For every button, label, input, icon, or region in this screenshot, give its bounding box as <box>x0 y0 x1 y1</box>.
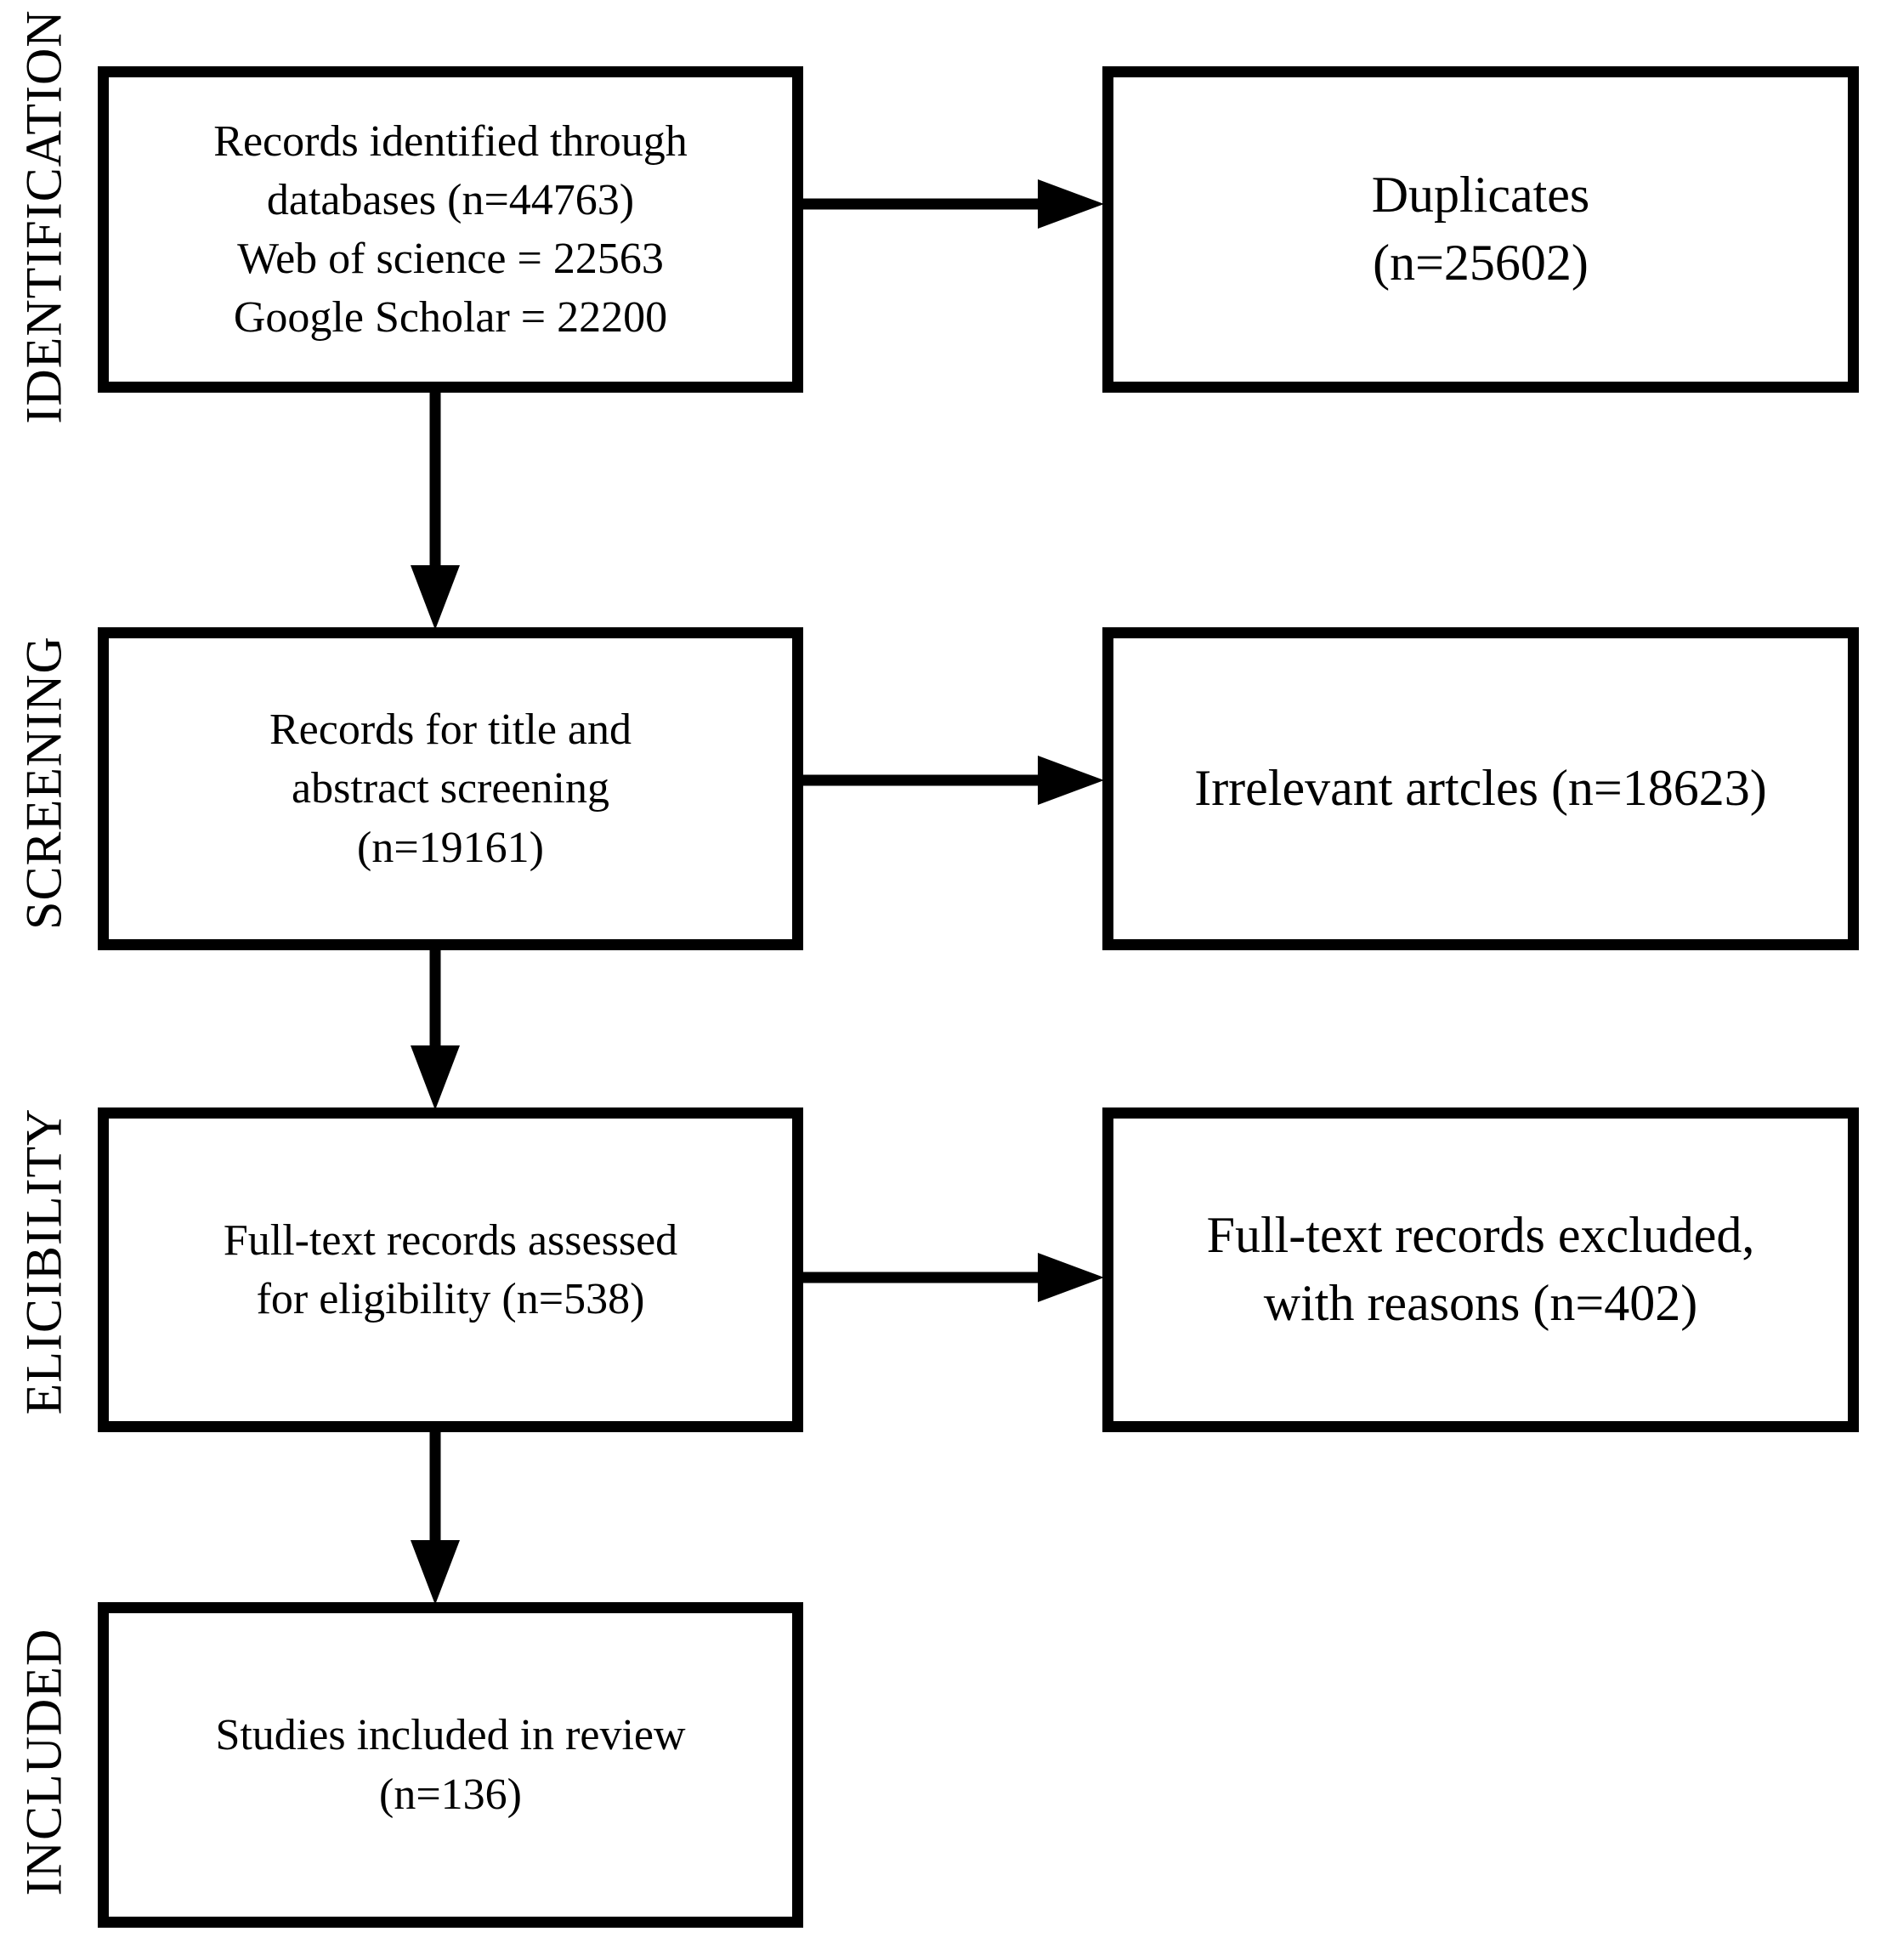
box-fulltext-assessed-text: Full-text records assessed for eligibili… <box>223 1215 678 1323</box>
arrowhead-down-icon <box>411 565 460 630</box>
arrow-identified-to-duplicates <box>803 179 1104 229</box>
stage-label-elicibility: ELICIBILITY <box>15 1107 72 1415</box>
stage-label-included: INCLUDED <box>15 1628 72 1896</box>
arrowhead-down-icon <box>411 1045 460 1110</box>
box-records-identified: Records identified through databases (n=… <box>98 66 803 393</box>
box-title-abstract-screening: Records for title and abstract screening… <box>98 627 803 950</box>
box-studies-included: Studies included in review (n=136) <box>98 1602 803 1928</box>
box-fulltext-excluded: Full-text records excluded, with reasons… <box>1102 1107 1859 1432</box>
arrowhead-right-icon <box>1038 179 1104 229</box>
box-fulltext-excluded-text: Full-text records excluded, with reasons… <box>1206 1207 1755 1331</box>
stage-label-identification: IDENTIFICATION <box>15 9 72 424</box>
arrow-eligibility-to-excluded <box>803 1253 1104 1302</box>
arrow-identified-to-screening <box>411 387 460 630</box>
box-fulltext-assessed: Full-text records assessed for eligibili… <box>98 1107 803 1432</box>
box-irrelevant-articles: Irrelevant artcles (n=18623) <box>1102 627 1859 950</box>
arrowhead-down-icon <box>411 1540 460 1605</box>
arrow-screening-to-eligibility <box>411 945 460 1110</box>
arrowhead-right-icon <box>1038 1253 1104 1302</box>
box-duplicates-text: Duplicates (n=25602) <box>1371 167 1590 291</box>
box-studies-included-text: Studies included in review (n=136) <box>215 1711 686 1819</box>
box-records-identified-text: Records identified through databases (n=… <box>213 116 688 343</box>
box-title-abstract-screening-text: Records for title and abstract screening… <box>269 705 632 872</box>
arrow-screening-to-irrelevant <box>803 756 1104 805</box>
arrowhead-right-icon <box>1038 756 1104 805</box>
stage-label-screening: SCREENING <box>15 636 72 930</box>
box-irrelevant-articles-text: Irrelevant artcles (n=18623) <box>1194 760 1767 817</box>
box-duplicates: Duplicates (n=25602) <box>1102 66 1859 393</box>
arrow-eligibility-to-included <box>411 1427 460 1605</box>
